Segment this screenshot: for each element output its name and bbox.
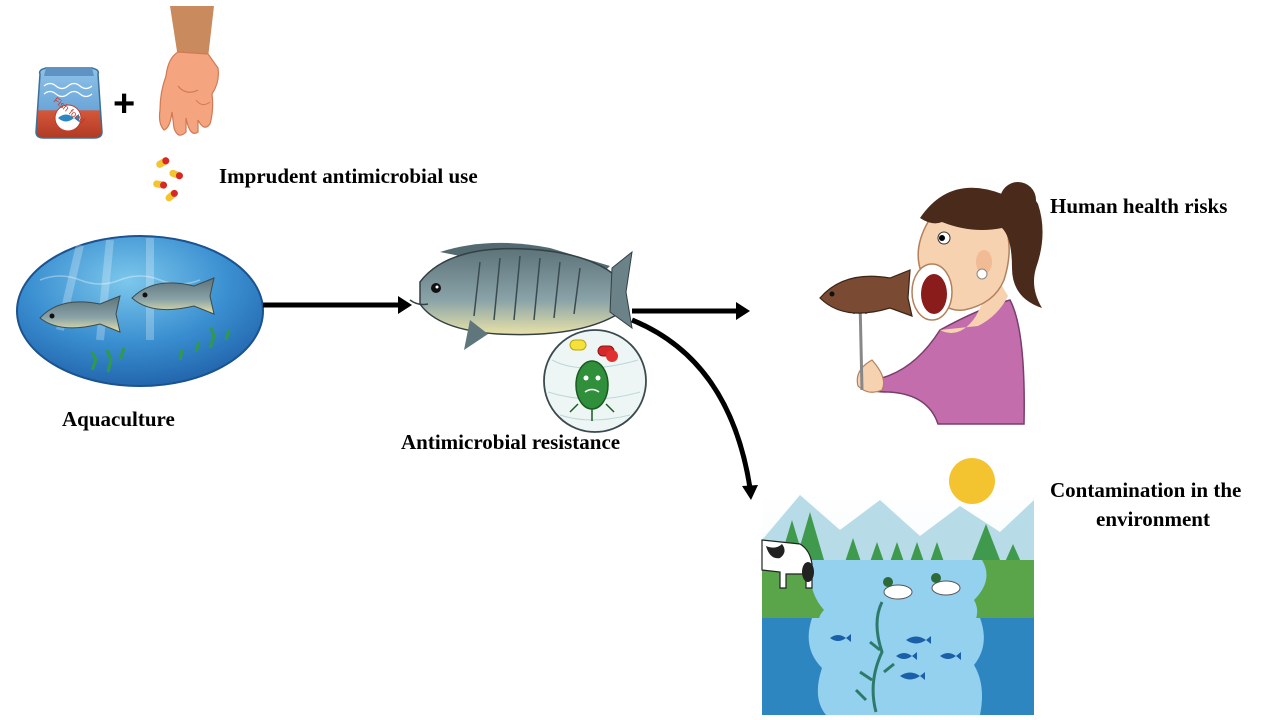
arrow-fish-to-human	[632, 302, 750, 320]
environment-scene	[761, 458, 1034, 715]
seaweed-icon	[854, 601, 895, 713]
fish-food-bag-icon: Fish food	[35, 67, 103, 139]
label-contamination-line1: Contamination in the	[1050, 478, 1242, 502]
tilapia-fish-icon	[131, 277, 215, 315]
duck-icon	[883, 577, 913, 600]
label-aquaculture: Aquaculture	[62, 407, 175, 431]
sun-icon	[949, 458, 995, 504]
tilapia-fish-icon	[39, 295, 121, 333]
arrow-fish-to-environment	[631, 317, 758, 500]
duck-icon	[931, 573, 961, 596]
woman-eating-icon	[819, 182, 1043, 425]
label-human-health-risks: Human health risks	[1050, 194, 1228, 218]
label-imprudent-use: Imprudent antimicrobial use	[219, 164, 478, 188]
tilapia-fish-icon	[409, 242, 633, 350]
label-antimicrobial-resistance: Antimicrobial resistance	[401, 430, 621, 454]
pond-icon	[16, 235, 264, 387]
plus-sign: +	[113, 83, 135, 125]
cow-icon	[761, 539, 814, 589]
bacteria-icon	[543, 329, 647, 433]
pill-capsule-icon	[153, 157, 183, 202]
label-contamination-line2: environment	[1096, 507, 1210, 531]
arrow-aquaculture-to-fish	[263, 296, 412, 314]
hand-icon	[158, 6, 219, 136]
